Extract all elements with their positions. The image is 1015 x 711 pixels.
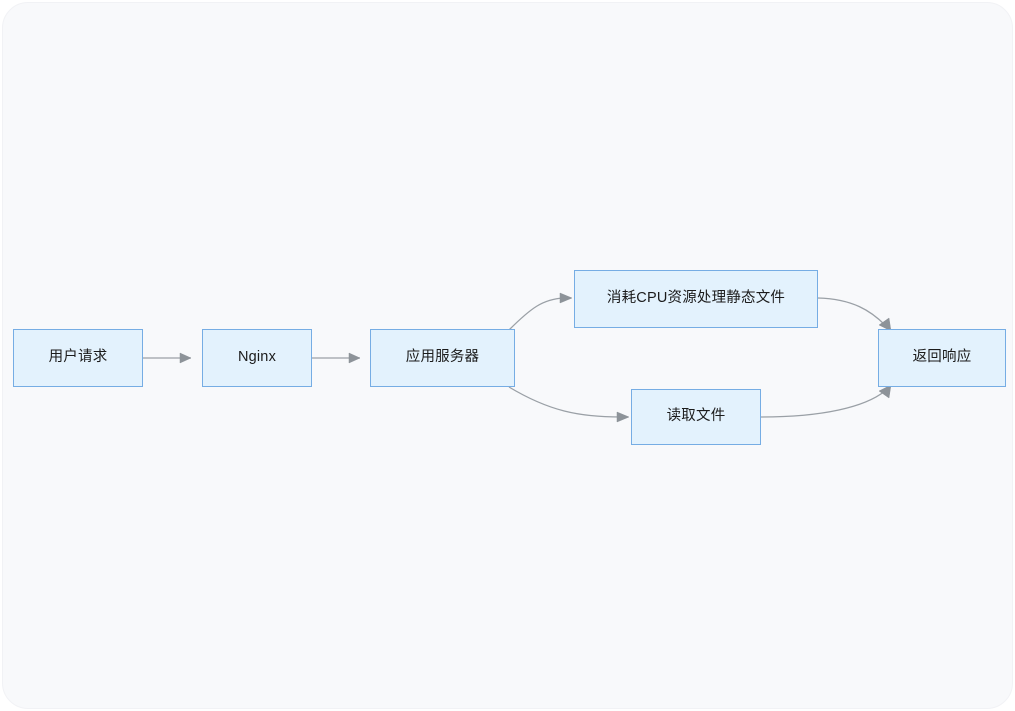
node-app-server[interactable]: 应用服务器	[370, 329, 515, 387]
node-user-request[interactable]: 用户请求	[13, 329, 143, 387]
node-label-user-request: 用户请求	[48, 349, 108, 366]
edge-app-server-to-read-file	[508, 386, 630, 423]
edge-read-file-to-response	[760, 384, 892, 418]
node-label-app-server: 应用服务器	[405, 349, 480, 366]
edge-layer	[143, 292, 892, 423]
edge-nginx-to-app-server	[312, 352, 361, 364]
node-cpu-static-file[interactable]: 消耗CPU资源处理静态文件	[574, 270, 818, 328]
node-label-response: 返回响应	[912, 349, 972, 366]
edge-user-request-to-nginx	[143, 352, 192, 364]
node-label-cpu-static-file: 消耗CPU资源处理静态文件	[606, 290, 786, 307]
edge-app-server-to-cpu-static	[508, 292, 573, 331]
node-label-read-file: 读取文件	[666, 408, 726, 425]
node-label-nginx: Nginx	[237, 349, 277, 366]
node-response[interactable]: 返回响应	[878, 329, 1006, 387]
node-nginx[interactable]: Nginx	[202, 329, 312, 387]
node-read-file[interactable]: 读取文件	[631, 389, 761, 445]
edge-cpu-static-to-response	[817, 297, 892, 332]
